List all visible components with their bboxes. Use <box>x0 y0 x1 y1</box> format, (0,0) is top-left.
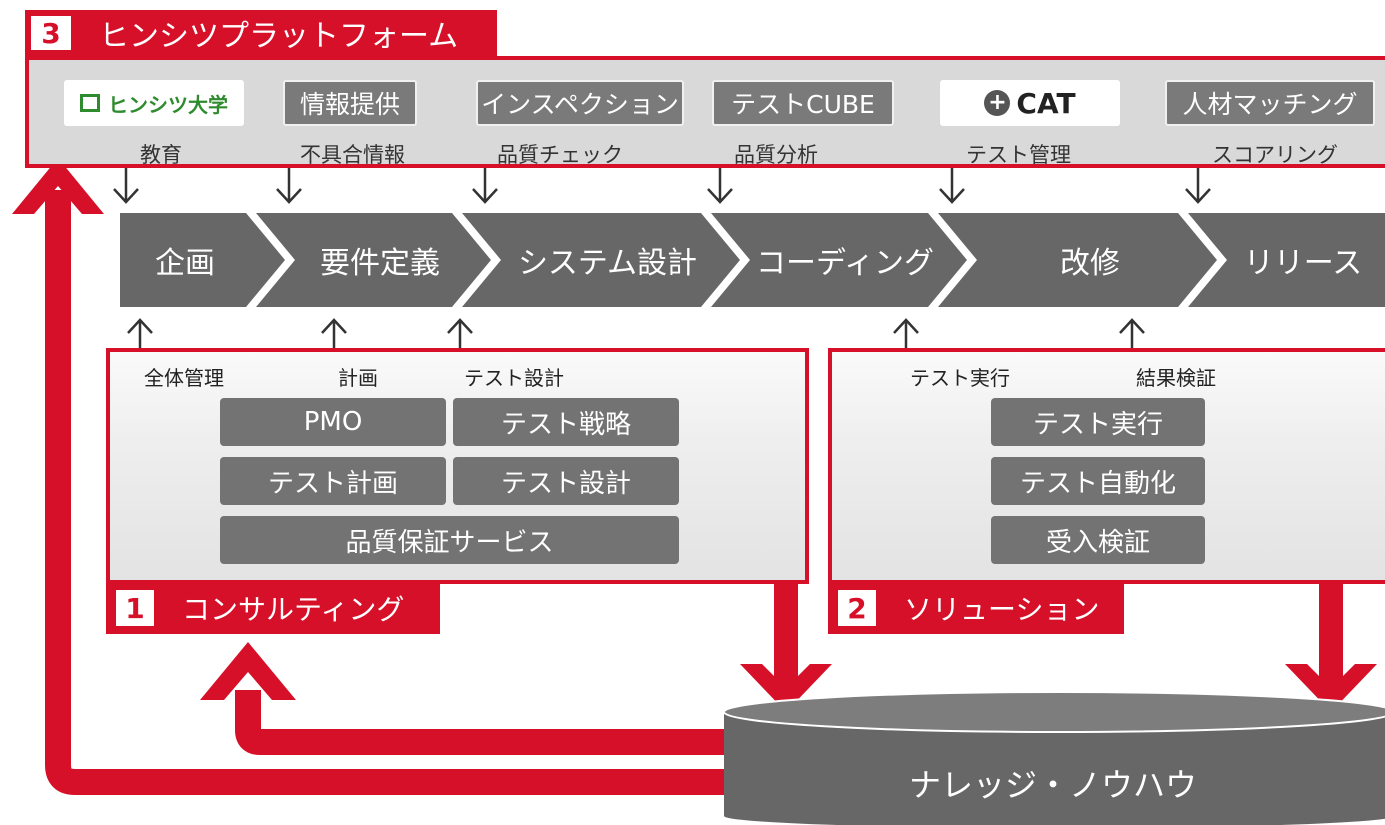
consulting-title: コンサルティング <box>182 593 405 626</box>
process-chevrons <box>120 213 1385 307</box>
solution-activity: 結果検証 <box>1136 366 1216 390</box>
service-acceptance[interactable]: 受入検証 <box>991 516 1205 564</box>
tool-hinshitsu-university[interactable]: ヒンシツ大学 <box>64 80 244 126</box>
solution-number: 2 <box>838 590 876 626</box>
service-qa[interactable]: 品質保証サービス <box>220 516 679 564</box>
tool-inspection[interactable]: インスペクション <box>476 80 684 126</box>
stage-requirements: 要件定義 <box>320 246 440 281</box>
tool-cat[interactable]: + CAT <box>940 80 1120 126</box>
platform-header: 3 ヒンシツプラットフォーム <box>25 10 497 56</box>
service-test-strategy[interactable]: テスト戦略 <box>453 398 679 446</box>
university-logo-icon <box>80 94 100 112</box>
platform-number: 3 <box>31 16 71 50</box>
service-pmo[interactable]: PMO <box>220 398 446 446</box>
solution-to-knowledge-head <box>1285 664 1377 712</box>
tool-info-provision[interactable]: 情報提供 <box>283 80 417 126</box>
tool-sub-label: スコアリング <box>1212 143 1338 167</box>
stage-release: リリース <box>1243 246 1363 281</box>
feedback-arrowhead-consulting <box>200 642 296 700</box>
service-test-execution[interactable]: テスト実行 <box>991 398 1205 446</box>
tool-test-cube[interactable]: テストCUBE <box>712 80 894 126</box>
tool-sub-label: 品質分析 <box>734 143 818 167</box>
plus-circle-icon: + <box>984 90 1011 116</box>
tool-sub-label: 不具合情報 <box>300 143 405 167</box>
consulting-activity: 計画 <box>338 366 378 390</box>
tool-sub-label: テスト管理 <box>966 143 1071 167</box>
tool-talent-matching[interactable]: 人材マッチング <box>1165 80 1375 126</box>
tool-label: 人材マッチング <box>1182 90 1358 119</box>
tool-label: ヒンシツ大学 <box>108 92 228 117</box>
tool-label: 情報提供 <box>299 90 400 119</box>
consulting-number: 1 <box>116 590 154 626</box>
service-test-plan[interactable]: テスト計画 <box>220 457 446 505</box>
feedback-arrow-consulting <box>235 690 735 755</box>
knowledge-db-top <box>723 691 1385 733</box>
consulting-activity: テスト設計 <box>464 366 564 390</box>
solution-activity: テスト実行 <box>910 366 1010 390</box>
stage-system-design: システム設計 <box>517 246 698 281</box>
service-test-automation[interactable]: テスト自動化 <box>991 457 1205 505</box>
consulting-activity: 全体管理 <box>144 366 224 390</box>
knowledge-label: ナレッジ・ノウハウ <box>908 766 1197 804</box>
stage-planning: 企画 <box>155 246 215 281</box>
service-test-design[interactable]: テスト設計 <box>453 457 679 505</box>
tool-sub-label: 教育 <box>140 143 182 167</box>
solution-header: 2 ソリューション <box>828 582 1124 634</box>
feedback-arrowhead-platform <box>12 158 104 214</box>
solution-title: ソリューション <box>904 593 1100 626</box>
consulting-header: 1 コンサルティング <box>106 582 440 634</box>
stage-coding: コーディング <box>756 246 934 281</box>
tool-label: CAT <box>1016 86 1076 120</box>
feedback-arrow-platform <box>45 190 735 795</box>
stage-modification: 改修 <box>1060 246 1120 281</box>
consulting-to-knowledge-head <box>740 664 832 712</box>
platform-title: ヒンシツプラットフォーム <box>99 19 459 54</box>
tool-label: インスペクション <box>481 90 679 119</box>
tool-sub-label: 品質チェック <box>497 143 623 167</box>
platform-panel <box>25 56 1385 168</box>
tool-label: テストCUBE <box>731 90 875 119</box>
